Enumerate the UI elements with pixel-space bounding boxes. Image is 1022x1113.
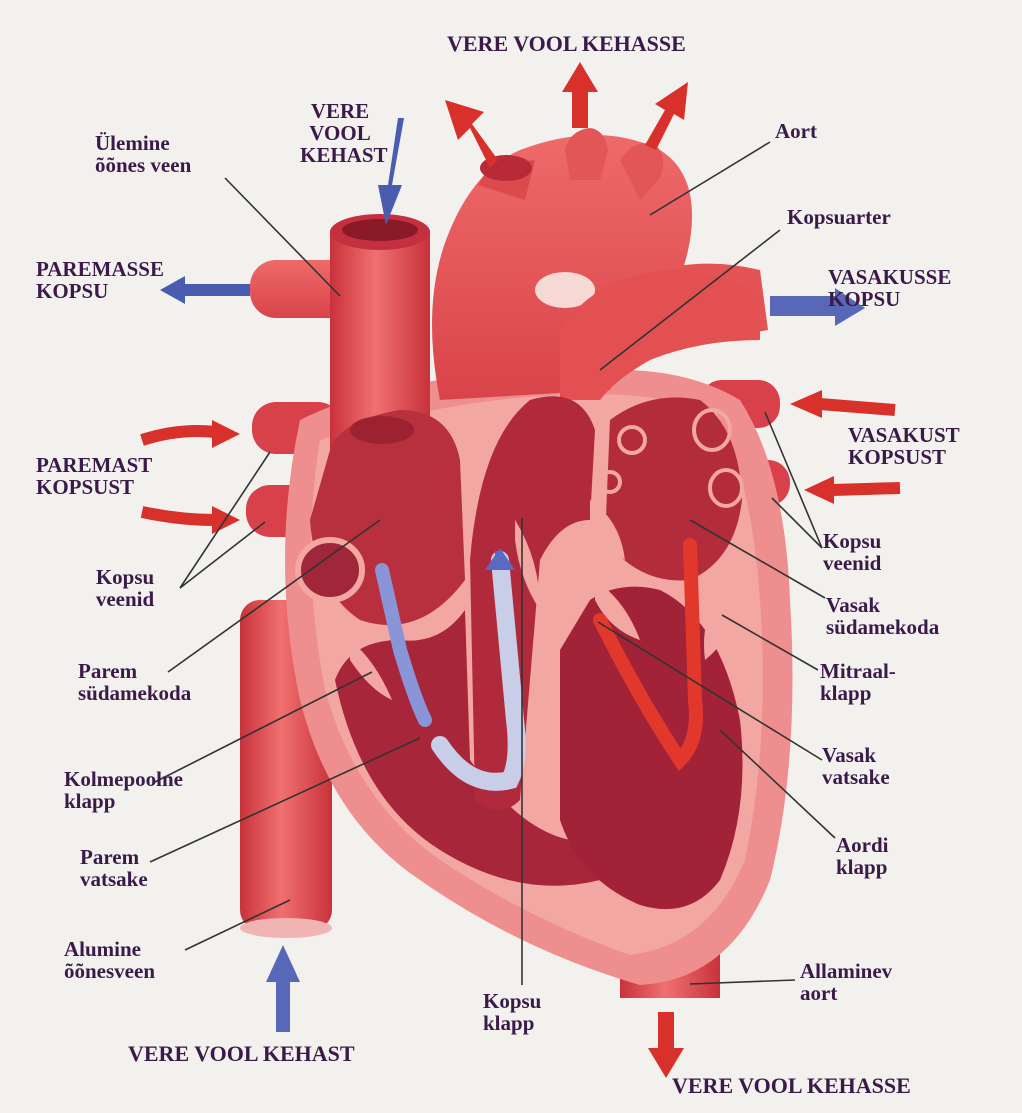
- red-arrow-to-body-2: [562, 62, 598, 128]
- label-ulemine-oones-veen: Ülemine õõnes veen: [95, 132, 191, 176]
- label-vasakusse-kopsu: VASAKUSSE KOPSU: [828, 266, 951, 310]
- red-arrow-from-left-lung-2: [832, 488, 900, 490]
- leader-kopsu-veenid-left-2: [180, 522, 265, 588]
- red-arrow-from-right-lung-1-head: [212, 420, 240, 448]
- label-aordi-klapp: Aordi klapp: [836, 834, 889, 878]
- label-kopsu-veenid-left: Kopsu veenid: [80, 566, 170, 610]
- red-arrow-from-right-lung-2: [142, 512, 215, 520]
- red-arrow-to-body-3: [645, 82, 688, 150]
- red-arrow-from-left-lung-1-head: [790, 390, 822, 418]
- label-parem-vatsake: Parem vatsake: [80, 846, 148, 890]
- label-paremast-kopsust: PAREMAST KOPSUST: [36, 454, 152, 498]
- aorta-branch-2: [565, 128, 608, 180]
- left-atrium: [605, 398, 742, 581]
- label-vasak-sudamekoda: Vasak südamekoda: [826, 594, 939, 638]
- label-kopsuarter: Kopsuarter: [787, 206, 891, 228]
- label-vere-vool-kehast-bottom: VERE VOOL KEHAST: [128, 1042, 355, 1066]
- blue-arrow-to-right-lung: [160, 276, 250, 304]
- label-vere-vool-kehast-top: VERE VOOL KEHAST: [300, 100, 380, 166]
- label-mitraal-klapp: Mitraal- klapp: [820, 660, 896, 704]
- label-vasakust-kopsust: VASAKUST KOPSUST: [848, 424, 960, 468]
- label-kopsu-veenid-right: Kopsu veenid: [823, 530, 881, 574]
- label-alumine-oonesveen: Alumine õõnesveen: [64, 938, 155, 982]
- blue-arrow-from-body-bottom: [276, 980, 290, 1032]
- red-arrow-to-body-bottom: [658, 1012, 674, 1052]
- blue-arrow-from-body-top: [378, 118, 404, 225]
- label-allaminev-aort: Allaminev aort: [800, 960, 892, 1004]
- label-vasak-vatsake: Vasak vatsake: [822, 744, 890, 788]
- label-paremasse-kopsu: PAREMASSE KOPSU: [36, 258, 164, 302]
- red-arrow-to-body-1: [445, 100, 498, 168]
- red-arrow-from-left-lung-2-head: [804, 476, 834, 504]
- red-arrow-from-right-lung-1: [142, 431, 215, 440]
- label-parem-sudamekoda: Parem südamekoda: [78, 660, 191, 704]
- red-arrow-from-left-lung-1: [820, 404, 895, 410]
- red-arrow-from-right-lung-2-head: [212, 506, 240, 534]
- label-vere-vool-kehasse-top: VERE VOOL KEHASSE: [447, 32, 686, 56]
- label-vere-vool-kehasse-bottom: VERE VOOL KEHASSE: [672, 1074, 911, 1098]
- label-kopsu-klapp: Kopsu klapp: [483, 990, 541, 1034]
- label-kolmepoolne-klapp: Kolmepoolne klapp: [64, 768, 183, 812]
- blue-arrow-from-body-bottom-head: [266, 945, 300, 982]
- label-aort: Aort: [775, 120, 817, 142]
